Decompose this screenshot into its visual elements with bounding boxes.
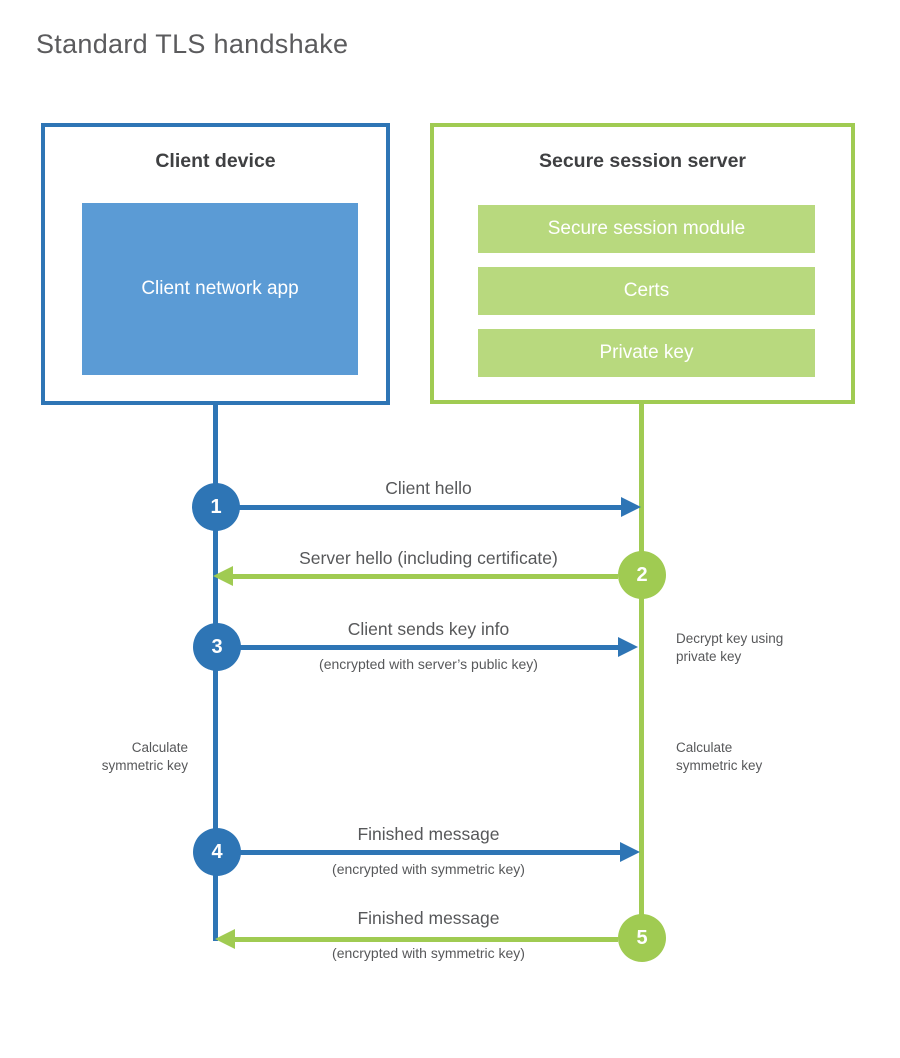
arrow-shaft [238, 849, 626, 855]
arrow-client-key-info [238, 637, 638, 657]
client-device-box: Client device Client network app [41, 123, 390, 405]
arrow-server-hello [213, 566, 618, 586]
step-circle-1: 1 [192, 483, 240, 531]
note-calculate-symmetric-key-server: Calculate symmetric key [676, 740, 763, 773]
message-label-client-key-info: Client sends key info [347, 619, 510, 639]
note-calculate-symmetric-key-client: Calculate symmetric key [101, 740, 188, 773]
arrowhead-right-icon [620, 842, 640, 862]
step-number-2: 2 [636, 563, 648, 586]
message-sublabel-finished-client: (encrypted with symmetric key) [332, 861, 525, 877]
client-device-title: Client device [155, 150, 276, 172]
step-number-4: 4 [211, 840, 223, 863]
server-module-secure-session-module: Secure session module [478, 205, 815, 253]
arrow-finished-server [215, 929, 618, 949]
arrow-shaft [227, 573, 618, 579]
step-circle-2: 2 [618, 551, 666, 599]
arrowhead-right-icon [618, 637, 638, 657]
step-circle-3: 3 [193, 623, 241, 671]
arrow-shaft [229, 936, 618, 942]
step-number-3: 3 [211, 635, 223, 658]
step-circle-5: 5 [618, 914, 666, 962]
client-network-app-box: Client network app [82, 203, 358, 375]
page-title: Standard TLS handshake [36, 29, 349, 59]
message-sublabel-client-key-info: (encrypted with server’s public key) [319, 656, 538, 672]
message-label-server-hello: Server hello (including certificate) [299, 548, 558, 568]
client-lifeline [213, 403, 218, 941]
server-module-private-key: Private key [478, 329, 815, 377]
message-label-client-hello: Client hello [385, 478, 472, 498]
server-lifeline [639, 402, 644, 938]
arrow-shaft [238, 504, 627, 510]
client-network-app-label: Client network app [141, 277, 299, 299]
arrow-shaft [238, 644, 624, 650]
message-label-finished-server: Finished message [357, 908, 500, 928]
message-label-finished-client: Finished message [357, 824, 500, 844]
secure-session-server-box: Secure session server Secure session mod… [430, 123, 855, 404]
step-circle-4: 4 [193, 828, 241, 876]
arrowhead-left-icon [213, 566, 233, 586]
arrow-finished-client [238, 842, 640, 862]
step-number-5: 5 [636, 926, 648, 949]
secure-session-server-title: Secure session server [538, 150, 747, 172]
arrowhead-right-icon [621, 497, 641, 517]
message-sublabel-finished-server: (encrypted with symmetric key) [332, 945, 525, 961]
step-number-1: 1 [210, 495, 222, 518]
arrowhead-left-icon [215, 929, 235, 949]
server-module-certs: Certs [478, 267, 815, 315]
arrow-client-hello [238, 497, 641, 517]
note-decrypt-key: Decrypt key using private key [676, 631, 784, 664]
